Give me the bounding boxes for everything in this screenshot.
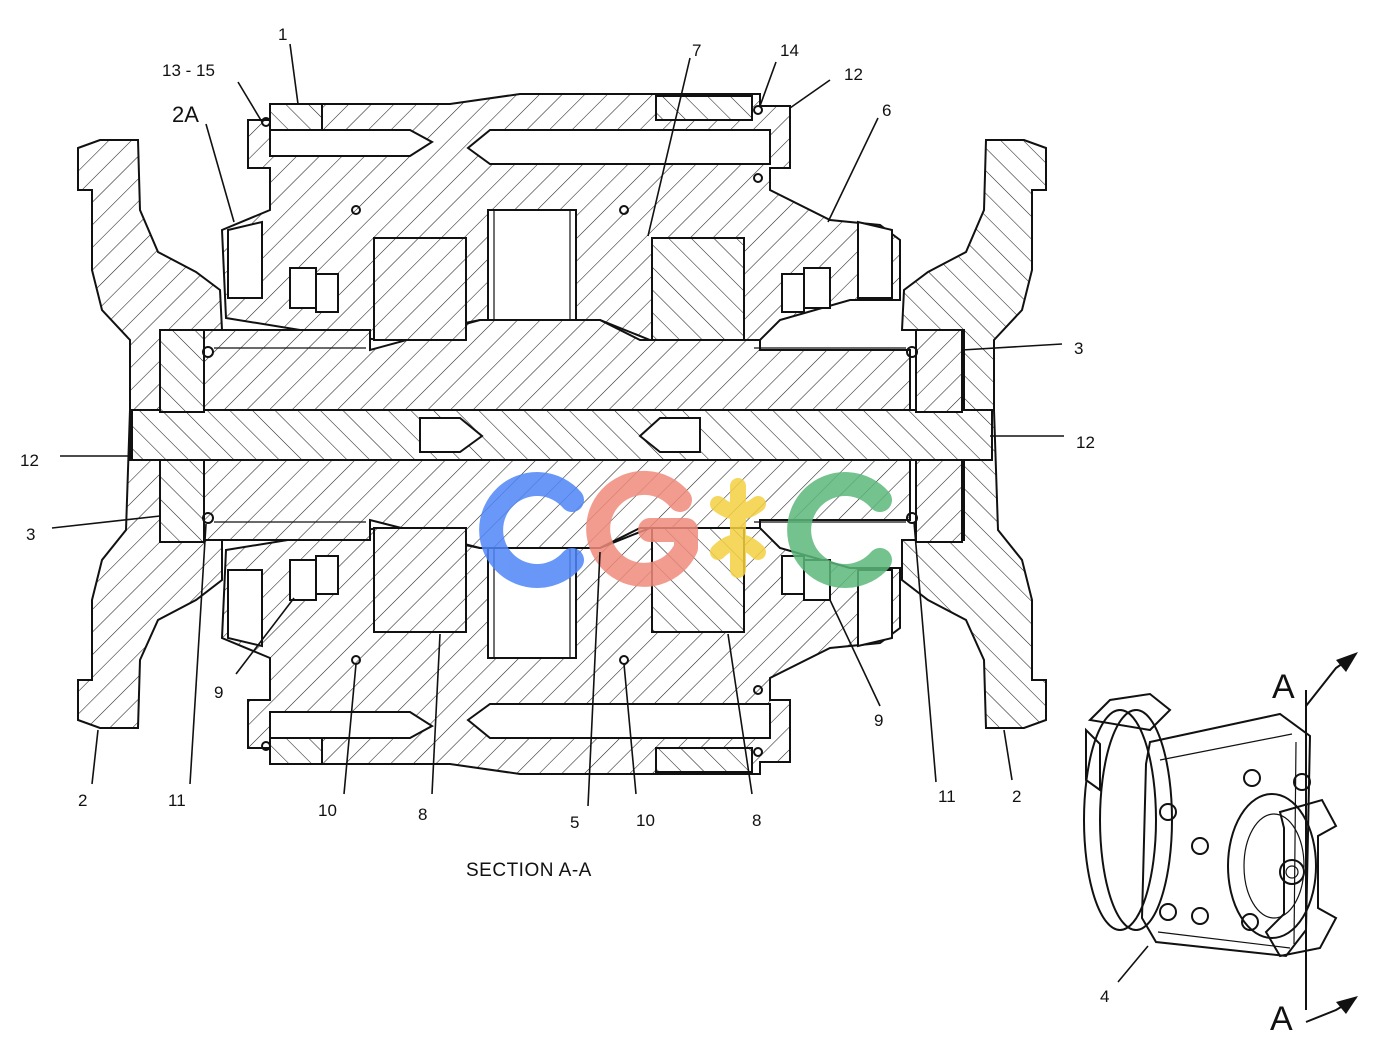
left-outer-housing	[77, 139, 224, 729]
right-end-cap	[915, 329, 963, 543]
left-end-cap	[159, 329, 205, 543]
leader-lines	[51, 43, 1149, 983]
callout-1: 1	[278, 25, 287, 44]
upper-left-gear	[373, 237, 467, 341]
callout-12-top: 12	[844, 65, 863, 84]
thread-lines	[214, 347, 906, 523]
callout-5: 5	[570, 813, 579, 832]
callout-10-left: 10	[318, 801, 337, 820]
callout-14: 14	[780, 41, 799, 60]
callout-4: 4	[1100, 987, 1109, 1006]
callout-7: 7	[692, 41, 701, 60]
callout-12-right: 12	[1076, 433, 1095, 452]
callout-2-right: 2	[1012, 787, 1021, 806]
callout-10-right: 10	[636, 811, 655, 830]
callout-labels: 1 13 - 15 2A 7 14 12 6 3 12 12 3 9 9 2 1…	[20, 25, 1109, 1006]
right-outer-housing	[900, 139, 1047, 729]
callout-2-left: 2	[78, 791, 87, 810]
upper-bolts	[269, 95, 771, 165]
callout-2a: 2A	[172, 102, 199, 127]
lower-bolts	[269, 703, 771, 773]
lower-left-gear	[373, 527, 467, 633]
section-mark-top: A	[1272, 668, 1295, 706]
center-window	[487, 209, 577, 659]
callout-9-left: 9	[214, 683, 223, 702]
seal-rings	[227, 220, 893, 648]
callout-13-15: 13 - 15	[162, 61, 215, 80]
callout-11-right: 11	[938, 787, 956, 806]
callout-9-right: 9	[874, 711, 883, 730]
callout-6: 6	[882, 101, 891, 120]
callout-3-right: 3	[1074, 339, 1083, 358]
center-bolts	[419, 417, 701, 453]
callout-8-left: 8	[418, 805, 427, 824]
upper-right-gear	[651, 237, 745, 341]
callout-3-left: 3	[26, 525, 35, 544]
callout-12-left: 12	[20, 451, 39, 470]
section-caption: SECTION A-A	[466, 860, 592, 881]
section-mark-bottom: A	[1270, 1000, 1293, 1038]
section-line-a-a: A A	[1270, 652, 1358, 1038]
watermark-logo	[479, 470, 892, 588]
inset-assembly-view	[1083, 692, 1338, 958]
main-shaft	[131, 319, 993, 549]
callout-11-left: 11	[168, 791, 186, 810]
callout-8-right: 8	[752, 811, 761, 830]
